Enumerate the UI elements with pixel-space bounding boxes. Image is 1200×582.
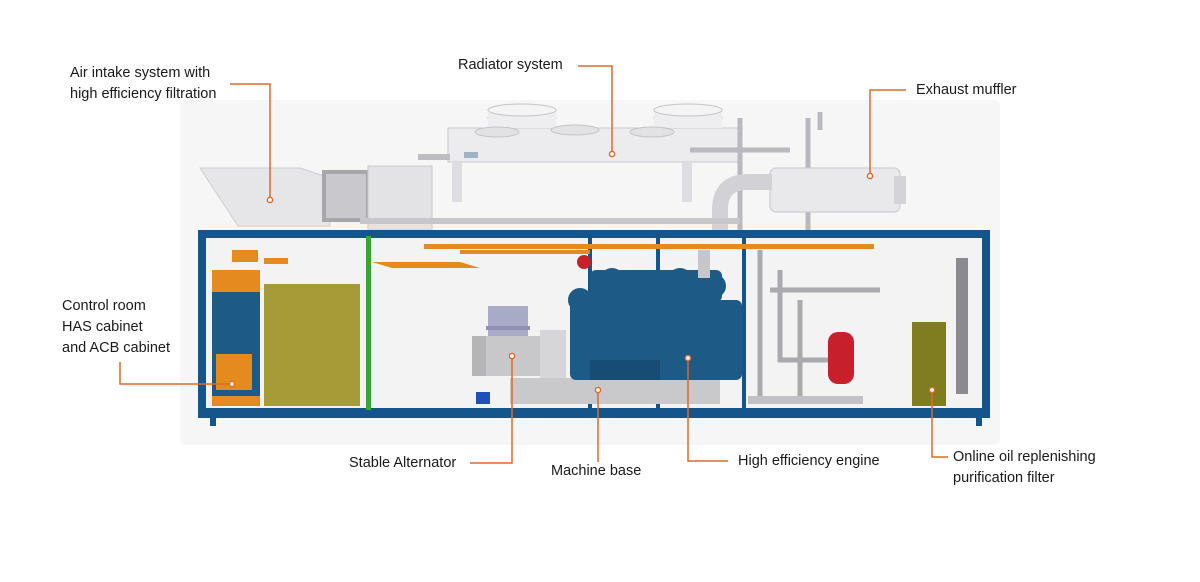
label-control-room-line2: HAS cabinet [62,319,143,335]
control-room-cabinets [212,270,360,406]
label-engine-line1: High efficiency engine [738,453,880,469]
engine-unit [568,250,742,380]
label-air-intake: Air intake system with high efficiency f… [70,63,216,105]
leader-lines [119,65,948,464]
label-oil-filter: Online oil replenishing purification fil… [953,447,1096,489]
marker-control-room [228,380,236,388]
label-oil-filter-line1: Online oil replenishing [953,449,1096,465]
marker-radiator [608,150,616,158]
label-alternator: Stable Alternator [349,453,456,474]
air-intake-unit [199,165,433,231]
leader-engine [687,358,728,462]
label-air-intake-line2: high efficiency filtration [70,86,217,102]
marker-air-intake [266,196,274,204]
leader-exhaust [869,89,906,176]
label-air-intake-line1: Air intake system with [70,65,211,81]
leader-oil-filter [931,390,948,458]
label-control-room: Control room HAS cabinet and ACB cabinet [62,296,170,359]
marker-oil-filter [928,386,936,394]
leader-air-intake [230,83,271,200]
marker-engine [684,354,692,362]
auxiliary-piping [757,250,880,400]
label-control-room-line1: Control room [62,298,146,314]
label-radiator-line1: Radiator system [458,57,563,73]
label-control-room-line3: and ACB cabinet [62,340,171,356]
label-engine: High efficiency engine [738,451,880,472]
label-machine-base-line1: Machine base [551,463,642,479]
label-exhaust: Exhaust muffler [916,80,1016,101]
machine-base [510,378,720,404]
wall-panel [956,258,968,394]
marker-exhaust [866,172,874,180]
leader-control-room [119,362,232,385]
leader-markers [228,150,936,394]
alternator-unit [472,306,566,404]
oil-filter-cabinet [912,322,946,406]
label-alternator-line1: Stable Alternator [349,455,457,471]
pump-skid [748,396,863,404]
cable-trays [232,244,874,268]
leader-radiator [578,65,613,154]
marker-machine-base [594,386,602,394]
label-radiator: Radiator system [458,55,563,76]
roof-pipe [360,218,740,224]
leader-alternator [470,356,513,464]
exhaust-muffler-unit [712,167,906,245]
label-exhaust-line1: Exhaust muffler [916,82,1017,98]
marker-alternator [508,352,516,360]
label-machine-base: Machine base [551,461,641,482]
label-oil-filter-line2: purification filter [953,470,1055,486]
expansion-tank [828,332,854,384]
